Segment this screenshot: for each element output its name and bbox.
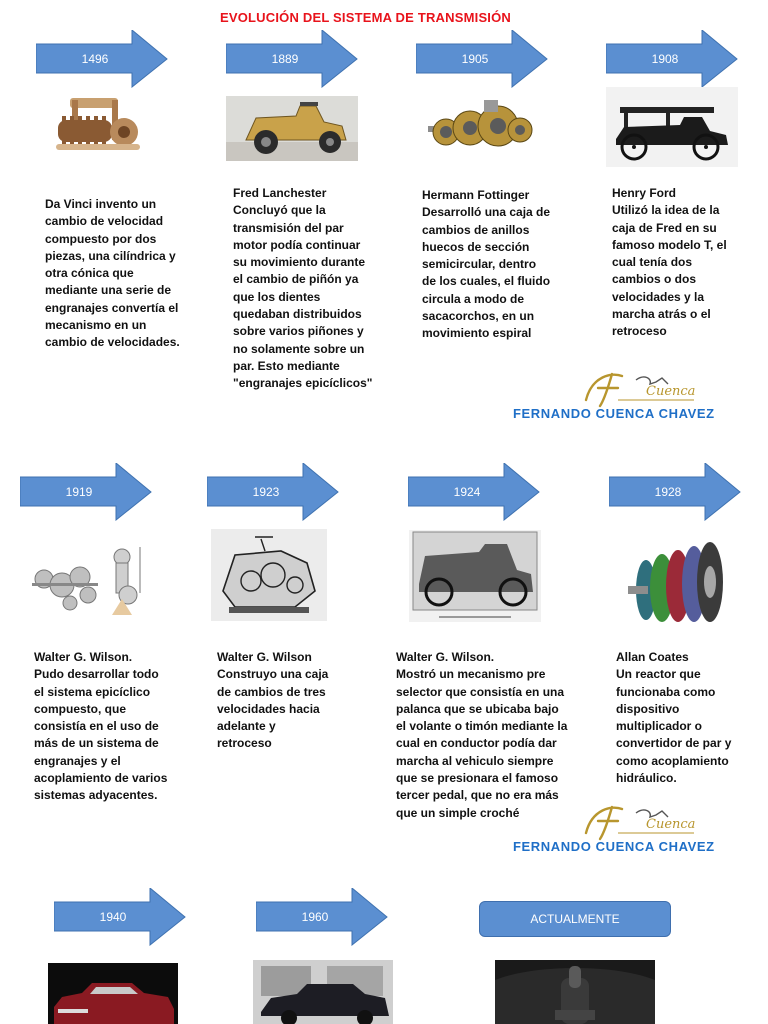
event-text: Construyo una caja de cambios de tres ve… [217,667,329,751]
year-label: 1960 [301,910,329,924]
event-text: Desarrolló una caja de cambios de anillo… [422,205,551,341]
gear-mechanism-image [50,92,146,162]
torque-converter-image [624,528,732,638]
epicyclic-diagram-image [28,537,156,625]
logo-text: Cuenca [646,384,696,399]
year-label: 1889 [271,52,299,66]
year-label: 1905 [461,52,489,66]
inventor-name: Hermann Fottinger [422,188,530,202]
event-text: Da Vinci invento un cambio de velocidad … [45,197,180,350]
author-logo: Cuenca [578,803,698,843]
red-sedan-image [48,963,178,1024]
event-description-1919: Walter G. Wilson. Pudo desarrollar todo … [34,649,169,805]
timeline-arrow-1919: 1919 [20,463,152,521]
model-t-image [606,87,738,167]
timeline-arrow-1923: 1923 [207,463,339,521]
year-label: 1940 [99,910,127,924]
inventor-name: Allan Coates [616,650,689,664]
event-text: Concluyó que la transmisión del par moto… [233,203,373,391]
jaguar-sedan-image [253,960,393,1024]
inventor-name: Walter G. Wilson. [396,650,495,664]
event-description-1928: Allan Coates Un reactor que funcionaba c… [616,649,744,787]
year-label: 1923 [252,485,280,499]
vintage-car-image [226,96,358,161]
event-text: Utilizó la idea de la caja de Fred en su… [612,203,727,339]
timeline-box-actualmente: ACTUALMENTE [479,901,671,937]
modern-shifter-image [495,960,655,1024]
page-title: EVOLUCIÓN DEL SISTEMA DE TRANSMISIÓN [219,10,512,25]
event-description-1923: Walter G. Wilson Construyo una caja de c… [217,649,329,753]
arrow-shape [408,463,540,521]
timeline-arrow-1889: 1889 [226,30,358,88]
inventor-name: Walter G. Wilson. [34,650,133,664]
event-description-1889: Fred Lanchester Concluyó que la transmis… [233,185,373,393]
timeline-arrow-1928: 1928 [609,463,741,521]
year-label: 1496 [81,52,109,66]
logo-text: Cuenca [646,817,696,832]
year-label: 1928 [654,485,682,499]
event-description-1496: Da Vinci invento un cambio de velocidad … [45,196,185,352]
author-name: FERNANDO CUENCA CHAVEZ [513,839,715,854]
inventor-name: Fred Lanchester [233,186,327,200]
author-logo: Cuenca [578,370,698,410]
arrow-shape [416,30,548,88]
arrow-shape [207,463,339,521]
arrow-shape [54,888,186,946]
old-car-drawing-image [409,530,541,622]
arrow-shape [256,888,388,946]
event-description-1905: Hermann Fottinger Desarrolló una caja de… [422,187,552,343]
timeline-arrow-1496: 1496 [36,30,168,88]
author-name: FERNANDO CUENCA CHAVEZ [513,406,715,421]
event-description-1908: Henry Ford Utilizó la idea de la caja de… [612,185,742,341]
year-label: 1919 [65,485,93,499]
timeline-arrow-1924: 1924 [408,463,540,521]
arrow-shape [20,463,152,521]
timeline-arrow-1960: 1960 [256,888,388,946]
event-text: Un reactor que funcionaba como dispositi… [616,667,732,786]
arrow-shape [226,30,358,88]
event-text: Mostró un mecanismo pre selector que con… [396,667,568,820]
timeline-arrow-1908: 1908 [606,30,738,88]
arrow-shape [606,30,738,88]
inventor-name: Walter G. Wilson [217,650,312,664]
timeline-arrow-1940: 1940 [54,888,186,946]
year-label: 1924 [453,485,481,499]
gearbox-drawing-image [211,529,327,621]
event-text: Pudo desarrollar todo el sistema epicícl… [34,667,168,803]
inventor-name: Henry Ford [612,186,677,200]
arrow-shape [36,30,168,88]
timeline-arrow-1905: 1905 [416,30,548,88]
event-description-1924: Walter G. Wilson. Mostró un mecanismo pr… [396,649,572,822]
arrow-shape [609,463,741,521]
year-label: 1908 [651,52,679,66]
gearbox-image [424,92,536,164]
